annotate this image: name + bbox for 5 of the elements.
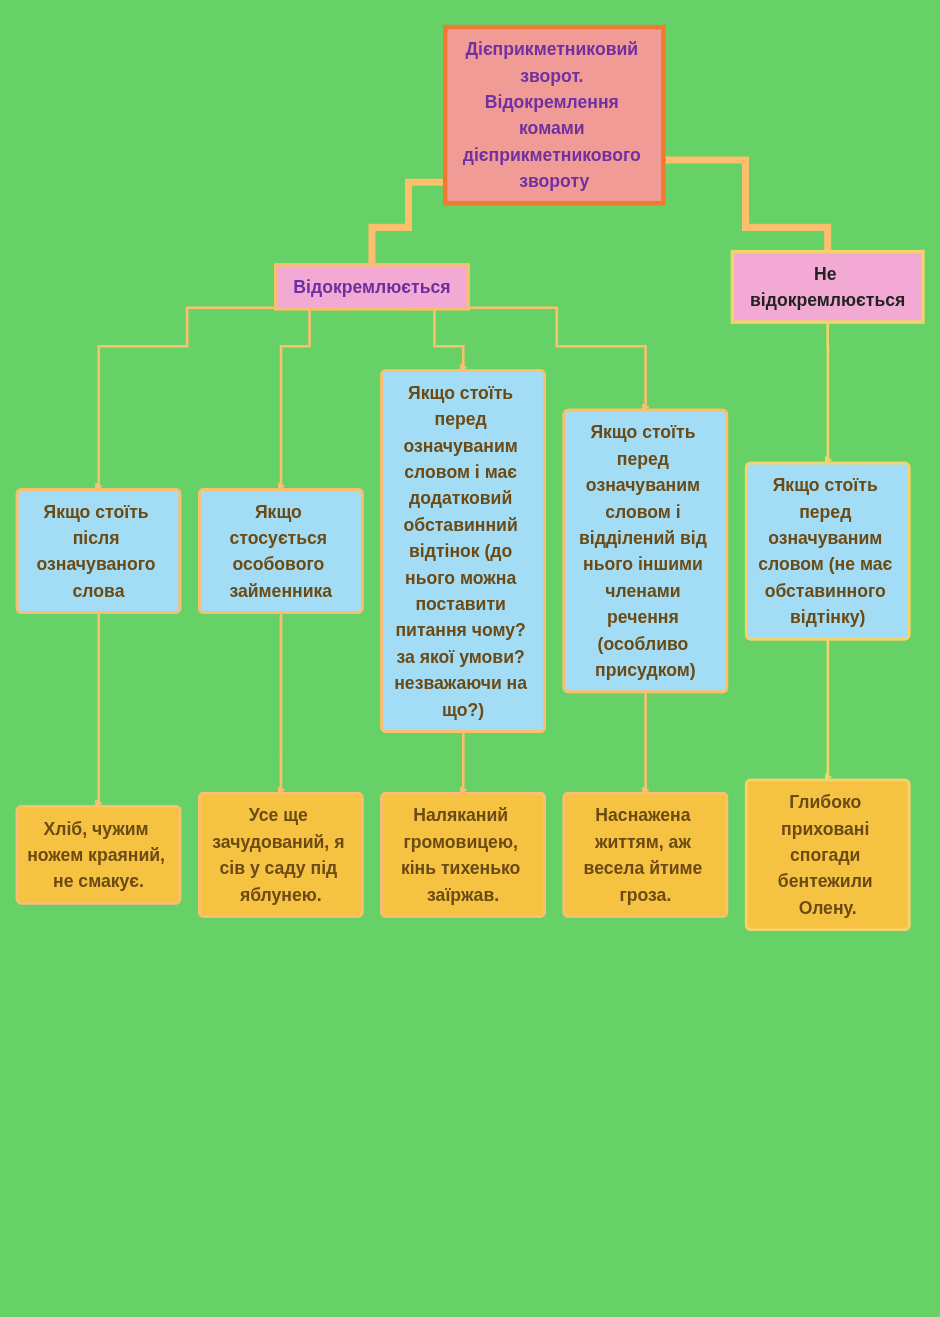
node-box: Дієприкметниковий зворот. Відокремлення комами дієприкметникового звороту [442, 24, 666, 206]
node-box: Відокремлюється [273, 263, 470, 311]
arrow [468, 306, 650, 411]
node-box: Не відокремлюється [730, 249, 925, 324]
arrow [641, 691, 650, 794]
